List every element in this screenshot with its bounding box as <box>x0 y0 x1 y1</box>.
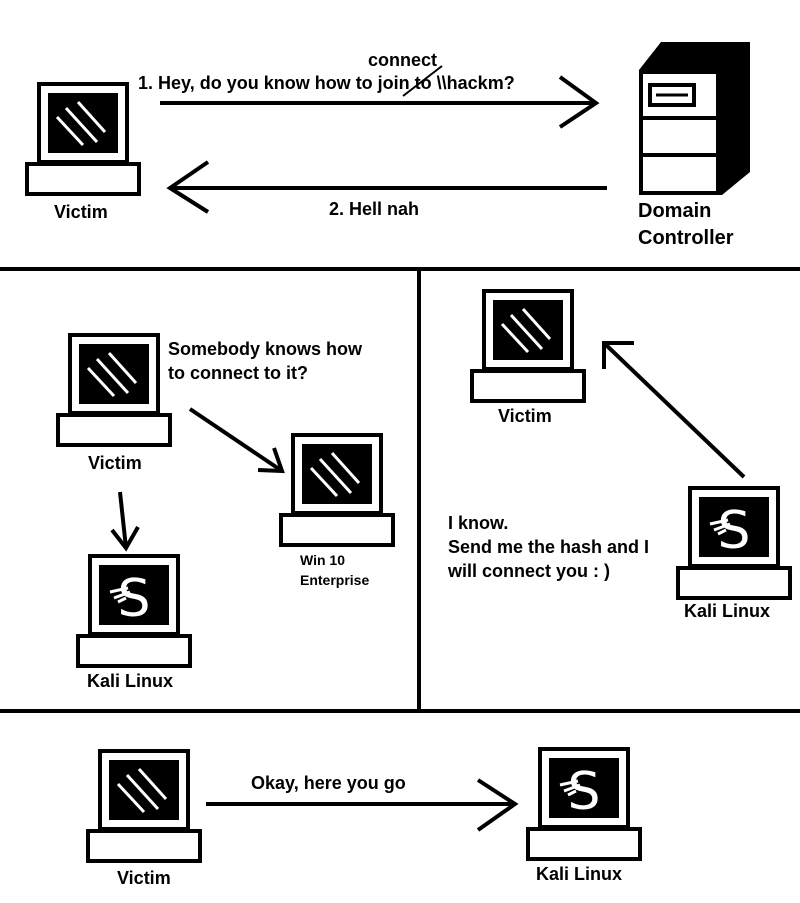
arrow-to-kali <box>110 491 140 552</box>
kali-laptop-icon <box>76 554 192 668</box>
victim-label: Victim <box>498 406 552 426</box>
kali-label: Kali Linux <box>536 864 623 884</box>
kali-laptop-icon <box>526 747 642 861</box>
victim-laptop-icon <box>470 289 586 403</box>
message-response: 2. Hell nah <box>329 199 420 219</box>
win10-laptop-icon <box>279 433 395 547</box>
arrow-request <box>160 75 600 129</box>
win10-label: Win 10 Enterprise <box>300 552 370 588</box>
kali-label: Kali Linux <box>684 601 771 621</box>
message-request: 1. Hey, do you know how to join to \\hac… <box>138 73 515 93</box>
arrow-to-win10 <box>188 407 285 474</box>
victim-label: Victim <box>54 202 108 222</box>
dc-label-line2: Controller <box>638 227 734 249</box>
arrow-response <box>166 160 607 214</box>
kali-laptop-icon <box>676 486 792 600</box>
kali-label: Kali Linux <box>87 671 174 691</box>
arrow-send-hash <box>206 778 519 832</box>
victim-laptop-icon <box>56 333 172 447</box>
server-icon <box>639 42 750 195</box>
correction-word: connect <box>368 50 438 70</box>
victim-laptop-icon <box>86 749 202 863</box>
victim-label: Victim <box>117 868 171 888</box>
reply-text: I know. Send me the hash and I will conn… <box>448 513 650 581</box>
send-message: Okay, here you go <box>251 773 406 793</box>
victim-laptop-icon <box>25 82 141 196</box>
dc-label-line1: Domain <box>638 200 712 222</box>
arrow-kali-to-victim <box>602 341 746 479</box>
question-text: Somebody knows how to connect to it? <box>168 339 363 383</box>
strike-join <box>402 65 443 97</box>
victim-label: Victim <box>88 453 142 473</box>
